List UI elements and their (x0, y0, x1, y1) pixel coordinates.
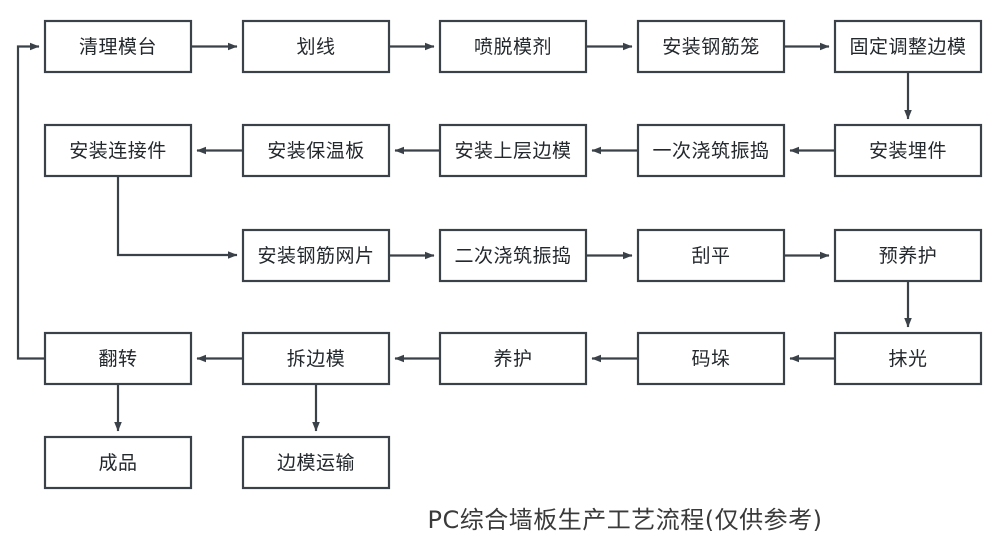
node-label: 安装埋件 (869, 140, 947, 162)
node-box (636, 123, 786, 178)
node-label: 养护 (493, 348, 532, 370)
node-n18[interactable]: 拆边模 (241, 331, 391, 386)
node-n19[interactable]: 翻转 (43, 331, 193, 386)
node-label: 安装钢筋网片 (257, 245, 374, 267)
node-box (438, 123, 588, 178)
node-box (241, 19, 391, 74)
node-n17[interactable]: 养护 (438, 331, 588, 386)
node-n08[interactable]: 安装上层边模 (438, 123, 588, 178)
node-label: 安装保温板 (267, 140, 365, 162)
node-label: 抹光 (888, 348, 927, 370)
node-n20[interactable]: 成品 (43, 435, 193, 490)
node-box (43, 19, 193, 74)
node-label: 翻转 (98, 348, 137, 370)
node-box (241, 331, 391, 386)
node-box (636, 331, 786, 386)
node-label: 安装连接件 (69, 140, 167, 162)
node-box (438, 19, 588, 74)
node-box (241, 435, 391, 490)
node-n10[interactable]: 安装连接件 (43, 123, 193, 178)
node-label: 安装上层边模 (454, 140, 571, 162)
edge-layer (16, 42, 912, 432)
node-label: 刮平 (691, 245, 730, 267)
node-n11[interactable]: 安装钢筋网片 (241, 228, 391, 283)
node-box (438, 228, 588, 283)
node-box (833, 19, 983, 74)
node-n12[interactable]: 二次浇筑振捣 (438, 228, 588, 283)
node-label: 成品 (98, 452, 137, 474)
node-label: 码垛 (691, 348, 730, 370)
edge-n19-to-n01 (16, 42, 45, 360)
node-label: 拆边模 (287, 348, 346, 370)
node-label: 安装钢筋笼 (662, 36, 760, 58)
node-box (43, 123, 193, 178)
node-label: 边模运输 (277, 452, 355, 474)
node-label: 一次浇筑振捣 (652, 140, 769, 162)
edge-n10-to-n11 (116, 176, 238, 259)
node-n05[interactable]: 固定调整边模 (833, 19, 983, 74)
node-label: 清理模台 (79, 36, 157, 58)
node-n06[interactable]: 安装埋件 (833, 123, 983, 178)
diagram-caption: PC综合墙板生产工艺流程(仅供参考) (428, 506, 823, 534)
node-n14[interactable]: 预养护 (833, 228, 983, 283)
node-n07[interactable]: 一次浇筑振捣 (636, 123, 786, 178)
node-box (43, 331, 193, 386)
node-label: 预养护 (879, 245, 938, 267)
node-box (833, 123, 983, 178)
node-n09[interactable]: 安装保温板 (241, 123, 391, 178)
node-n16[interactable]: 码垛 (636, 331, 786, 386)
node-label: 固定调整边模 (849, 36, 966, 58)
node-box (636, 228, 786, 283)
node-label: 二次浇筑振捣 (454, 245, 571, 267)
node-box (636, 19, 786, 74)
node-n01[interactable]: 清理模台 (43, 19, 193, 74)
node-n02[interactable]: 划线 (241, 19, 391, 74)
node-box (241, 123, 391, 178)
node-n13[interactable]: 刮平 (636, 228, 786, 283)
node-n04[interactable]: 安装钢筋笼 (636, 19, 786, 74)
node-box (438, 331, 588, 386)
node-label: 喷脱模剂 (474, 36, 552, 58)
node-n21[interactable]: 边模运输 (241, 435, 391, 490)
node-label: 划线 (296, 36, 335, 58)
node-box (241, 228, 391, 283)
node-n03[interactable]: 喷脱模剂 (438, 19, 588, 74)
node-box (833, 228, 983, 283)
node-n15[interactable]: 抹光 (833, 331, 983, 386)
node-box (833, 331, 983, 386)
node-box (43, 435, 193, 490)
